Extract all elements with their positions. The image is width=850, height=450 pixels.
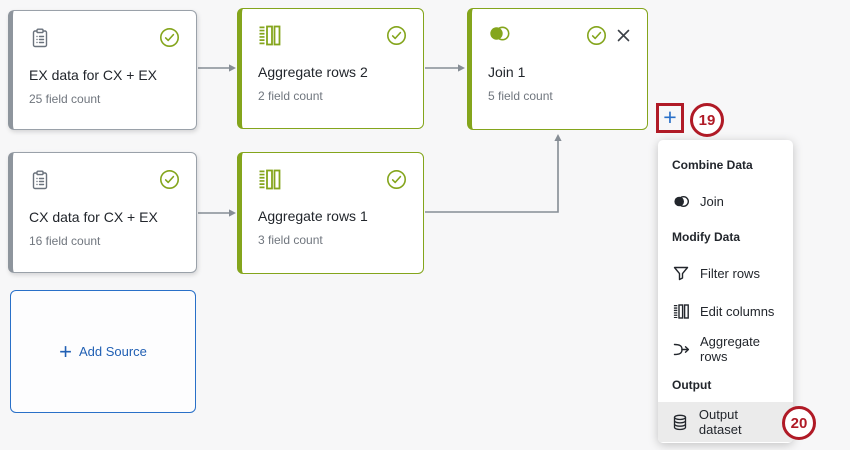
add-source-label: Add Source: [78, 344, 147, 359]
menu-item-label: Join: [700, 193, 724, 209]
add-source-button[interactable]: + Add Source: [10, 290, 196, 413]
badge-number: 19: [698, 111, 716, 129]
close-icon[interactable]: [616, 28, 631, 48]
check-circle-icon: [159, 169, 180, 195]
node-aggregate-rows-1[interactable]: Aggregate rows 1 3 field count: [237, 152, 424, 274]
menu-item-label: Filter rows: [700, 265, 760, 281]
check-circle-icon: [159, 27, 180, 53]
columns-icon: [258, 169, 282, 195]
columns-icon: [258, 25, 282, 51]
join-icon: [672, 195, 690, 208]
add-step-menu: Combine Data Join Modify Data Filter row…: [658, 140, 793, 443]
menu-item-filter-rows[interactable]: Filter rows: [658, 254, 793, 292]
node-cx-data-source[interactable]: CX data for CX + EX 16 field count: [8, 152, 197, 273]
menu-item-output-dataset[interactable]: Output dataset: [658, 402, 793, 442]
menu-item-join[interactable]: Join: [658, 182, 793, 220]
node-field-count: 5 field count: [488, 89, 553, 103]
check-circle-icon: [586, 25, 607, 51]
node-aggregate-rows-2[interactable]: Aggregate rows 2 2 field count: [237, 8, 424, 129]
plus-icon: +: [59, 338, 72, 364]
clipboard-icon: [29, 169, 51, 196]
menu-item-label: Output dataset: [698, 407, 742, 437]
node-title: Join 1: [488, 64, 526, 80]
check-circle-icon: [386, 25, 407, 51]
aggregate-icon: [672, 342, 690, 357]
menu-item-label: Edit columns: [700, 303, 775, 319]
menu-item-edit-columns[interactable]: Edit columns: [658, 292, 793, 330]
node-field-count: 16 field count: [29, 234, 101, 248]
columns-icon: [672, 303, 690, 319]
database-icon: [672, 414, 689, 431]
check-circle-icon: [386, 169, 407, 195]
node-field-count: 2 field count: [258, 89, 323, 103]
node-title: EX data for CX + EX: [29, 67, 158, 83]
node-field-count: 25 field count: [29, 92, 101, 106]
join-icon: [488, 25, 512, 47]
node-field-count: 3 field count: [258, 233, 323, 247]
clipboard-icon: [29, 27, 51, 54]
add-step-button[interactable]: +: [656, 103, 684, 133]
node-title: Aggregate rows 2: [258, 64, 368, 80]
node-title: Aggregate rows 1: [258, 208, 368, 224]
node-ex-data-source[interactable]: EX data for CX + EX 25 field count: [8, 10, 197, 130]
annotation-badge-20: 20: [782, 406, 816, 440]
node-title: CX data for CX + EX: [29, 209, 158, 225]
menu-item-label: Aggregate rows: [700, 334, 760, 364]
annotation-badge-19: 19: [690, 103, 724, 137]
node-join-1[interactable]: Join 1 5 field count: [467, 8, 648, 130]
plus-icon: +: [663, 103, 677, 130]
menu-header-modify-data: Modify Data: [672, 230, 741, 244]
menu-item-aggregate-rows[interactable]: Aggregate rows: [658, 330, 793, 368]
badge-number: 20: [790, 414, 808, 432]
filter-icon: [672, 265, 690, 281]
menu-header-output: Output: [672, 378, 712, 392]
menu-header-combine-data: Combine Data: [672, 158, 753, 172]
